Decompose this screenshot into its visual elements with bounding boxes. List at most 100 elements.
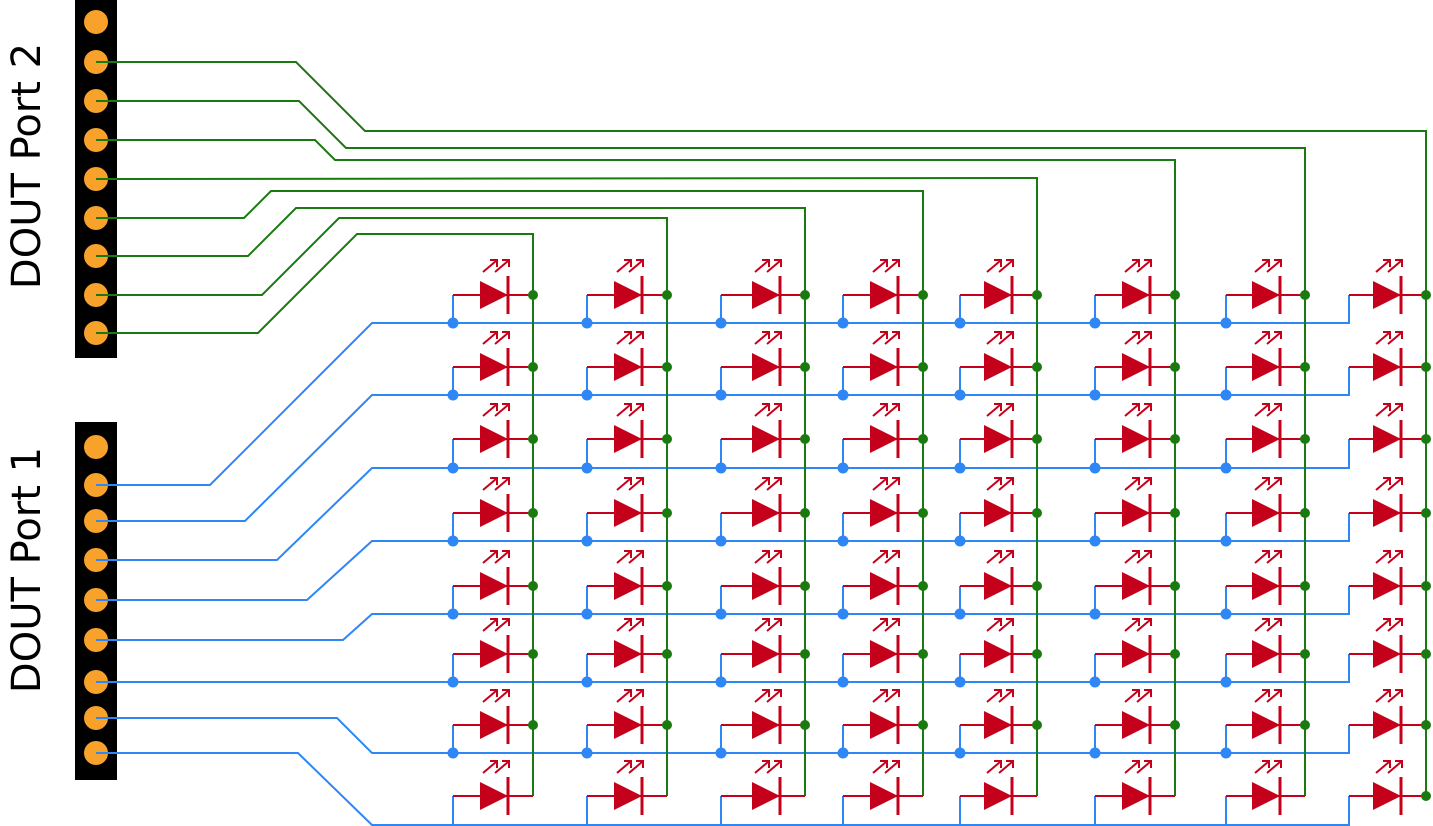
light-arrow-icon bbox=[494, 690, 509, 703]
led-r1-c7 bbox=[1225, 259, 1305, 323]
light-arrow-head bbox=[1132, 477, 1140, 485]
light-arrow-head bbox=[1395, 618, 1403, 626]
row-junction bbox=[581, 676, 593, 688]
light-arrow-icon bbox=[884, 478, 899, 491]
light-arrow-head bbox=[502, 689, 510, 697]
light-arrow-head bbox=[774, 403, 782, 411]
light-arrow-head bbox=[1144, 331, 1152, 339]
led-diode-icon bbox=[614, 281, 642, 309]
led-r3-c4 bbox=[842, 403, 923, 468]
light-arrow-head bbox=[636, 331, 644, 339]
light-arrow-head bbox=[1274, 403, 1282, 411]
light-arrow-icon bbox=[766, 619, 781, 632]
port2-pin-1 bbox=[84, 10, 108, 34]
led-r2-c2 bbox=[586, 331, 667, 395]
light-arrow-icon bbox=[616, 332, 631, 345]
column-junction bbox=[918, 649, 928, 659]
light-arrow-icon bbox=[754, 690, 769, 703]
light-arrow-head bbox=[502, 760, 510, 768]
light-arrow-head bbox=[1132, 618, 1140, 626]
led-diode-icon bbox=[752, 281, 780, 309]
light-arrow-icon bbox=[1136, 761, 1151, 774]
led-r2-c1 bbox=[452, 331, 533, 395]
light-arrow-icon bbox=[872, 260, 887, 273]
led-diode-icon bbox=[480, 281, 508, 309]
led-diode-icon bbox=[1122, 572, 1150, 600]
light-arrow-head bbox=[1383, 550, 1391, 558]
light-arrow-head bbox=[994, 618, 1002, 626]
light-arrow-head bbox=[1144, 403, 1152, 411]
light-arrow-icon bbox=[1124, 761, 1139, 774]
light-arrow-head bbox=[1395, 403, 1403, 411]
led-diode-icon bbox=[480, 711, 508, 739]
light-arrow-head bbox=[762, 760, 770, 768]
light-arrow-head bbox=[1262, 477, 1270, 485]
led-diode-icon bbox=[870, 782, 898, 810]
light-arrow-icon bbox=[1387, 478, 1402, 491]
led-diode-icon bbox=[480, 425, 508, 453]
column-junction bbox=[1421, 290, 1431, 300]
light-arrow-icon bbox=[1254, 619, 1269, 632]
led-diode-icon bbox=[984, 353, 1012, 381]
light-arrow-head bbox=[1132, 403, 1140, 411]
row-junction bbox=[581, 317, 593, 329]
light-arrow-head bbox=[1274, 689, 1282, 697]
column-junction bbox=[918, 508, 928, 518]
light-arrow-icon bbox=[1266, 478, 1281, 491]
row-junction bbox=[1089, 389, 1101, 401]
led-diode-icon bbox=[870, 499, 898, 527]
light-arrow-head bbox=[1395, 689, 1403, 697]
light-arrow-head bbox=[1144, 760, 1152, 768]
light-arrow-icon bbox=[1136, 404, 1151, 417]
light-arrow-icon bbox=[884, 690, 899, 703]
light-arrow-icon bbox=[998, 260, 1013, 273]
light-arrow-icon bbox=[766, 478, 781, 491]
led-diode-icon bbox=[752, 572, 780, 600]
led-diode-icon bbox=[752, 353, 780, 381]
light-arrow-head bbox=[490, 760, 498, 768]
row-junction bbox=[581, 462, 593, 474]
light-arrow-head bbox=[774, 550, 782, 558]
light-arrow-icon bbox=[494, 404, 509, 417]
led-r4-c4 bbox=[842, 477, 923, 541]
led-r6-c4 bbox=[842, 618, 923, 682]
light-arrow-icon bbox=[494, 761, 509, 774]
light-arrow-head bbox=[1395, 550, 1403, 558]
light-arrow-head bbox=[624, 403, 632, 411]
row-junction bbox=[1089, 608, 1101, 620]
row-junction bbox=[1089, 462, 1101, 474]
row-junction bbox=[1220, 535, 1232, 547]
column-junction bbox=[1421, 581, 1431, 591]
light-arrow-icon bbox=[482, 690, 497, 703]
light-arrow-icon bbox=[884, 260, 899, 273]
light-arrow-head bbox=[1144, 618, 1152, 626]
row-junction bbox=[954, 462, 966, 474]
light-arrow-head bbox=[762, 403, 770, 411]
light-arrow-head bbox=[1383, 259, 1391, 267]
light-arrow-icon bbox=[616, 260, 631, 273]
light-arrow-icon bbox=[1387, 690, 1402, 703]
led-diode-icon bbox=[480, 353, 508, 381]
light-arrow-icon bbox=[1266, 260, 1281, 273]
light-arrow-head bbox=[994, 331, 1002, 339]
light-arrow-icon bbox=[1136, 551, 1151, 564]
led-diode-icon bbox=[752, 711, 780, 739]
light-arrow-head bbox=[636, 403, 644, 411]
light-arrow-head bbox=[1144, 550, 1152, 558]
light-arrow-head bbox=[1395, 331, 1403, 339]
column-junction bbox=[1300, 581, 1310, 591]
led-diode-icon bbox=[480, 499, 508, 527]
light-arrow-head bbox=[1132, 259, 1140, 267]
column-junction bbox=[800, 362, 810, 372]
light-arrow-icon bbox=[1124, 619, 1139, 632]
row-wire-3 bbox=[96, 439, 1350, 561]
column-junction bbox=[800, 581, 810, 591]
light-arrow-icon bbox=[1254, 332, 1269, 345]
light-arrow-head bbox=[1274, 618, 1282, 626]
light-arrow-icon bbox=[616, 551, 631, 564]
light-arrow-head bbox=[1262, 331, 1270, 339]
column-junction bbox=[662, 434, 672, 444]
light-arrow-icon bbox=[1136, 332, 1151, 345]
led-r3-c6 bbox=[1094, 403, 1175, 468]
row-junction bbox=[1220, 317, 1232, 329]
